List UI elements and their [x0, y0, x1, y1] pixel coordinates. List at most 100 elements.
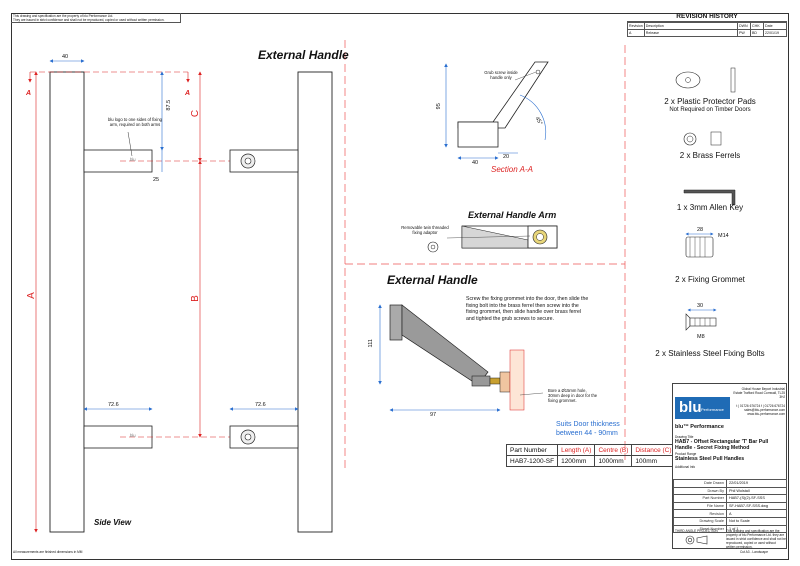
field-label: Drawing Scale [673, 516, 727, 526]
pt-cell: 1200mm [557, 455, 596, 467]
field-value: Not to Scale [726, 516, 787, 526]
handle-bar-left [49, 71, 85, 533]
dim-95: 95 [435, 103, 442, 110]
field-label: Revision [673, 509, 727, 518]
revision-history-title: REVISION HISTORY [627, 13, 787, 22]
part-allen-key: 1 x 3mm Allen Key [676, 203, 744, 212]
company-contact: t | 01726 676724 f | 01726 676724 sales@… [736, 404, 785, 416]
confidentiality-note: This drawing and specification are the p… [11, 13, 181, 23]
drawing-title: HAB7 - Offset Rectangular 'T' Bar Pull H… [675, 439, 769, 451]
revision-history: REVISION HISTORY Revision Description DW… [627, 13, 787, 37]
part-fixing-bolts: 2 x Stainless Steel Fixing Bolts [655, 349, 765, 358]
external-handle-arm-drawing [427, 225, 558, 253]
field-value: 1 of 1 [726, 524, 787, 534]
fixing-grommet-icon [685, 236, 714, 258]
field-value: A [726, 509, 787, 518]
dim-M14: M14 [718, 233, 729, 239]
dim-B: B [189, 295, 201, 302]
external-handle-title-top: External Handle [258, 48, 349, 62]
product-range: Stainless Steel Pull Handles [675, 456, 745, 462]
title-block: blu Performance Global House Beport Indu… [672, 383, 787, 549]
part-protector-pads-sub: Not Required on Timber Doors [669, 107, 751, 113]
pt-header-part: Part Number [505, 444, 559, 456]
projection-label: THIRD ANGLE PROJECTION [675, 529, 718, 533]
company-logo: blu Performance [675, 397, 730, 419]
dim-28: 28 [697, 227, 704, 233]
blu-logo-note: blu logo to one sides of fixing arm, req… [107, 117, 162, 127]
blu-mark-top: blu [130, 157, 136, 162]
field-label: Part Number [673, 494, 727, 503]
dim-97: 97 [430, 412, 437, 418]
field-label: File Name [673, 501, 727, 511]
field-label: Drawn By [673, 486, 727, 496]
dim-section-40: 40 [472, 160, 479, 166]
handle-bar-right [297, 71, 333, 533]
company-name: blu™ Performance [675, 424, 724, 430]
logo-text: blu [679, 399, 702, 416]
door-thickness-note: Suits Door thickness between 44 - 90mm [556, 421, 620, 437]
allen-key-icon [683, 189, 736, 206]
bottom-right-note: Cut A3 - Landscape [740, 550, 768, 554]
drawing-border [11, 13, 789, 560]
pt-header-distance: Distance (C) [631, 444, 676, 456]
revision-table: Revision Description DWN CHK Date A Rele… [627, 22, 787, 37]
field-value: 22/01/2019 [726, 479, 787, 488]
pt-cell: HAB7-1200-SF [505, 455, 559, 467]
part-protector-pads: 2 x Plastic Protector Pads [664, 97, 756, 106]
dim-72-6-right: 72.6 [255, 402, 266, 408]
adaptor-note: Removable twin threaded fixing adaptor [401, 225, 449, 235]
pt-cell: 1000mm [594, 455, 633, 467]
logo-subtext: Performance [701, 407, 724, 412]
bottom-left-note: All measurements are finished dimensions… [13, 550, 83, 554]
rev-cell: Release [643, 29, 739, 37]
section-arrow-a-left: A [26, 90, 32, 97]
rev-cell: 22/01/19 [763, 29, 787, 37]
part-brass-ferrels: 2 x Brass Ferrels [679, 151, 741, 160]
note-line-1: This drawing and specification are the p… [13, 14, 114, 18]
part-number-table: Part Number Length (A) Centre (B) Distan… [505, 444, 676, 467]
fixing-bolt-icon [685, 313, 691, 331]
dim-111: 111 [367, 339, 374, 348]
pt-header-length: Length (A) [557, 444, 596, 456]
dim-25: 25 [153, 177, 160, 183]
dim-72-6-left: 72.6 [108, 402, 119, 408]
additional-info-label: Additional Info [675, 465, 696, 469]
field-value: Phil Wolstall [726, 486, 787, 496]
drawing-title-label: Drawing Title [675, 435, 694, 439]
field-value: HAB7-(S)(2)-SF-SSS [726, 494, 787, 503]
product-range-label: Product Range [675, 452, 697, 456]
bore-note: Bore a Ø15mm hole, 30mm deep in door for… [548, 388, 598, 403]
blu-mark-bottom: blu [130, 433, 136, 438]
installation-instructions: Screw the fixing grommet into the door, … [466, 296, 589, 322]
dim-30: 30 [697, 303, 704, 309]
dim-M8: M8 [697, 334, 705, 340]
external-handle-install-drawing [378, 304, 544, 412]
company-address: Global House Beport Industrial Estate Tr… [733, 387, 785, 399]
section-aa-title: Section A-A [491, 165, 533, 174]
pt-header-centre: Centre (B) [594, 444, 633, 456]
front-view [198, 71, 333, 533]
grub-screw-note: Grub screw inside handle only [484, 70, 518, 80]
third-angle-projection-icon [685, 535, 708, 545]
property-note: This drawing and specification are the p… [726, 529, 786, 549]
field-label: Date Drawn [673, 479, 727, 488]
note-line-2: They are issued in strict confidence and… [13, 18, 165, 22]
parts-icons [675, 67, 736, 331]
fixing-arm-bottom-right [229, 425, 299, 449]
section-a-a-drawing [444, 61, 549, 160]
external-handle-arm-title: External Handle Arm [468, 210, 557, 220]
dim-C: C [190, 109, 202, 118]
dim-87-5: 87.5 [166, 99, 173, 111]
dim-20: 20 [503, 154, 510, 160]
part-fixing-grommet: 2 x Fixing Grommet [675, 275, 745, 284]
pt-cell: 100mm [631, 455, 676, 467]
dim-40: 40 [62, 54, 69, 60]
section-arrow-a-right: A [185, 90, 191, 97]
fixing-arm-top-right [229, 149, 299, 173]
dim-A: A [25, 292, 37, 299]
side-view-title: Side View [94, 518, 132, 527]
field-value: SF-HAB7-SF-SSS.dwg [726, 501, 787, 511]
side-view [28, 59, 330, 533]
